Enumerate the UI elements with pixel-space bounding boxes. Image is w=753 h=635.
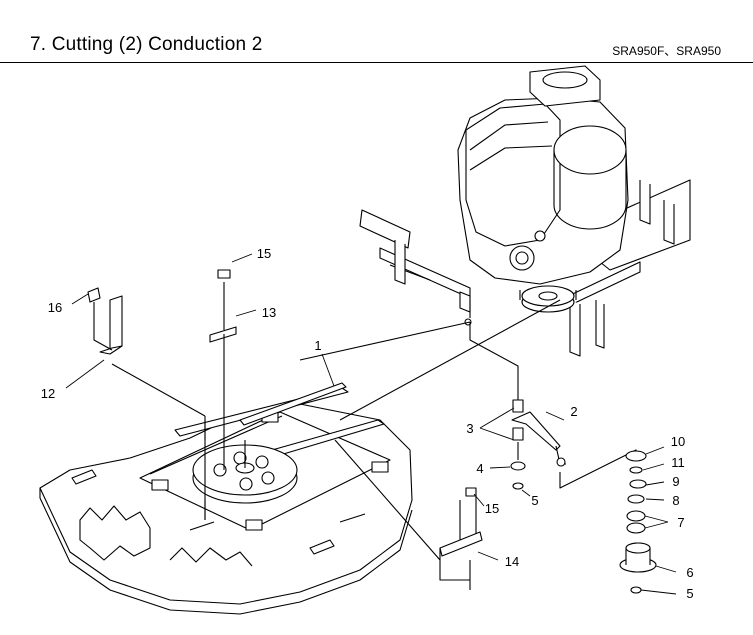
lower-bracket-parts (334, 439, 483, 590)
callout-5-middle: 5 (531, 493, 538, 508)
callout-11: 11 (671, 455, 685, 470)
callout-1: 1 (314, 338, 321, 353)
left-small-parts (87, 269, 561, 520)
callout-leaders (65, 253, 677, 595)
callout-labels: 16 15 13 12 1 2 3 4 5 15 14 10 11 9 8 7 … (41, 246, 694, 601)
callout-15-upper: 15 (257, 246, 271, 261)
callout-6: 6 (686, 565, 693, 580)
callout-15-lower: 15 (485, 501, 499, 516)
callout-14: 14 (505, 554, 519, 569)
callout-12: 12 (41, 386, 55, 401)
callout-13: 13 (262, 305, 276, 320)
page-title: 7. Cutting (2) Conduction 2 (30, 34, 263, 55)
callout-9: 9 (672, 474, 679, 489)
callout-7: 7 (677, 515, 684, 530)
header-rule (0, 62, 753, 63)
callout-3: 3 (466, 421, 473, 436)
callout-5-lower: 5 (686, 586, 693, 601)
callout-10: 10 (671, 434, 685, 449)
callout-2: 2 (570, 404, 577, 419)
bearing-stack-parts (559, 449, 657, 594)
tension-arm-parts (469, 322, 566, 490)
engine-assembly (359, 65, 691, 357)
callout-4: 4 (476, 461, 483, 476)
model-number: SRA950F、SRA950 (612, 44, 721, 58)
cutting-deck (39, 387, 413, 615)
callout-16: 16 (48, 300, 62, 315)
callout-8: 8 (672, 493, 679, 508)
